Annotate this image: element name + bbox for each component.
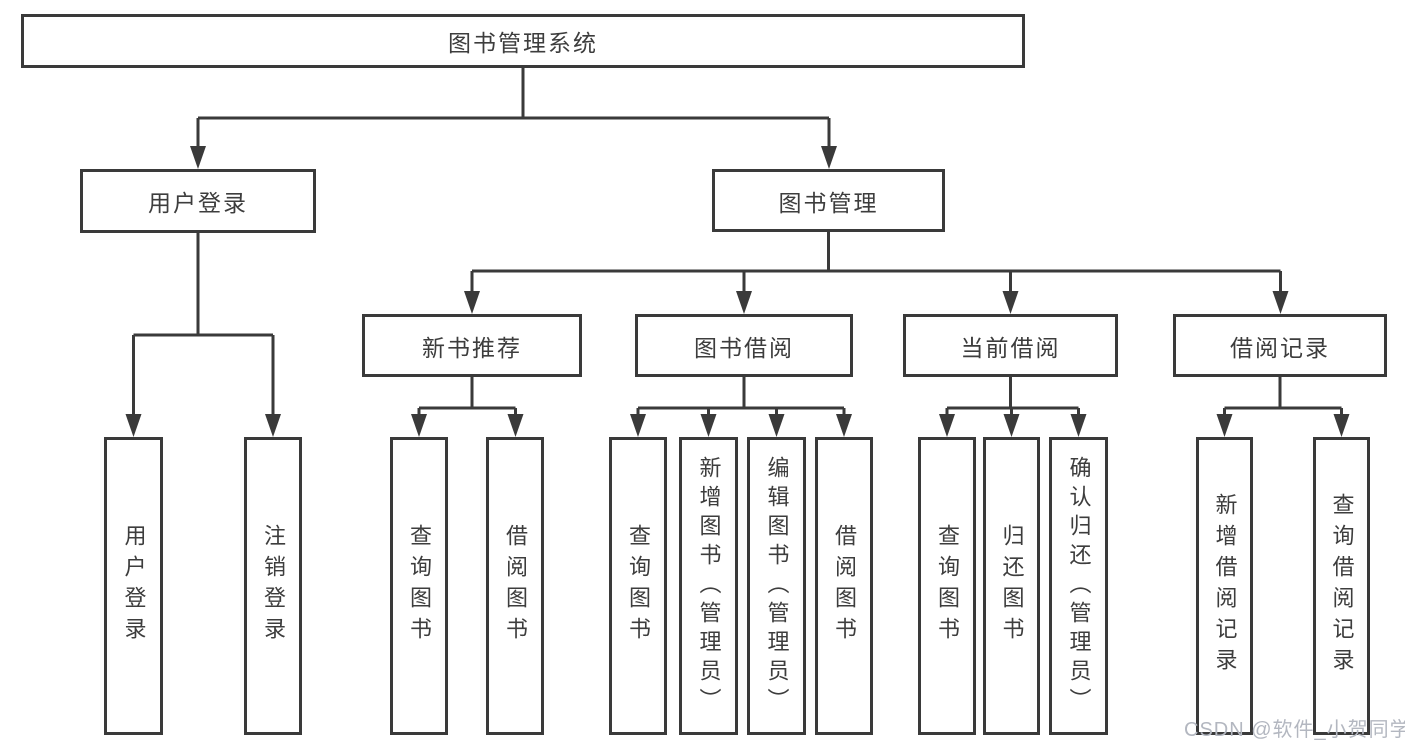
leaf-return-books-label: 归还图书: [999, 524, 1025, 648]
leaf-add-borrow-record-label: 新增借阅记录: [1212, 493, 1238, 679]
leaf-logout: 注销登录: [244, 437, 302, 735]
node-book-management: 图书管理: [712, 169, 945, 232]
csdn-watermark: CSDN @软件_小贺同学: [1184, 719, 1405, 741]
arrowheads: [125, 146, 1350, 437]
leaf-return-books: 归还图书: [983, 437, 1040, 735]
leaf-borrow-books-borrow-label: 借阅图书: [832, 524, 857, 648]
node-current-borrow: 当前借阅: [903, 314, 1118, 377]
leaf-borrow-books-recommend-label: 借阅图书: [503, 524, 528, 648]
connector-shafts: [132, 68, 1343, 416]
node-book-management-label: 图书管理: [778, 189, 879, 216]
leaf-user-login-label: 用户登录: [121, 524, 147, 648]
leaf-query-books-borrow-label: 查询图书: [626, 524, 651, 648]
node-root: 图书管理系统: [21, 14, 1025, 68]
node-book-borrow: 图书借阅: [635, 314, 853, 377]
leaf-borrow-books-recommend: 借阅图书: [486, 437, 544, 735]
leaf-query-books-borrow: 查询图书: [609, 437, 667, 735]
node-borrow-records-label: 借阅记录: [1230, 334, 1330, 361]
leaf-query-books-current: 查询图书: [918, 437, 976, 735]
leaf-query-books-recommend: 查询图书: [390, 437, 448, 735]
leaf-edit-book-admin-label: 编辑图书（管理员）: [764, 455, 790, 717]
node-new-book-recommend: 新书推荐: [362, 314, 582, 377]
leaf-query-borrow-record: 查询借阅记录: [1313, 437, 1370, 735]
leaf-query-books-recommend-label: 查询图书: [407, 524, 432, 648]
leaf-query-books-current-label: 查询图书: [935, 524, 960, 648]
node-book-borrow-label: 图书借阅: [694, 334, 794, 361]
node-borrow-records: 借阅记录: [1173, 314, 1387, 377]
leaf-logout-label: 注销登录: [261, 524, 286, 648]
leaf-confirm-return-admin-label: 确认归还（管理员）: [1066, 455, 1092, 717]
node-user-login: 用户登录: [80, 169, 316, 233]
leaf-user-login: 用户登录: [104, 437, 163, 735]
leaf-borrow-books-borrow: 借阅图书: [815, 437, 873, 735]
node-root-label: 图书管理系统: [448, 30, 598, 56]
node-user-login-label: 用户登录: [148, 190, 248, 216]
node-current-borrow-label: 当前借阅: [960, 334, 1061, 361]
node-new-book-recommend-label: 新书推荐: [422, 334, 522, 361]
leaf-query-borrow-record-label: 查询借阅记录: [1329, 493, 1355, 679]
leaf-add-book-admin-label: 新增图书（管理员）: [696, 455, 722, 717]
leaf-add-book-admin: 新增图书（管理员）: [679, 437, 738, 735]
leaf-add-borrow-record: 新增借阅记录: [1196, 437, 1253, 735]
leaf-confirm-return-admin: 确认归还（管理员）: [1049, 437, 1108, 735]
leaf-edit-book-admin: 编辑图书（管理员）: [747, 437, 806, 735]
